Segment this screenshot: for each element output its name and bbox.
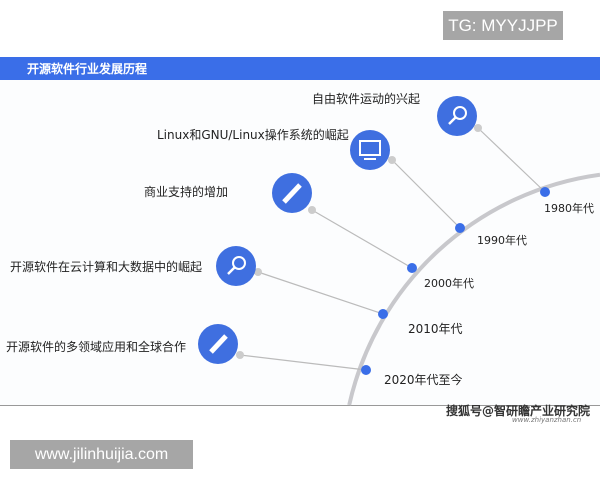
milestone-event: 自由软件运动的兴起	[312, 92, 421, 106]
milestone-event: 开源软件在云计算和大数据中的崛起	[10, 260, 203, 274]
year-dot	[455, 223, 465, 233]
timeline-panel	[0, 80, 600, 406]
connector-line	[257, 271, 384, 315]
milestone-year: 1980年代	[544, 202, 594, 215]
connector-dot	[388, 156, 396, 164]
connector-line	[477, 127, 546, 193]
connector-dot	[474, 124, 482, 132]
watermark-bottom: www.jilinhuijia.com	[10, 440, 193, 469]
milestone-event: 商业支持的增加	[144, 185, 229, 199]
search-icon	[216, 246, 256, 286]
milestone-year: 2000年代	[424, 277, 474, 290]
milestone-event: Linux和GNU/Linux操作系统的崛起	[157, 128, 349, 142]
milestone-year: 2020年代至今	[384, 373, 463, 387]
connector-line	[391, 159, 461, 229]
page-title: 开源软件行业发展历程	[27, 62, 148, 76]
timeline-arc	[347, 172, 600, 406]
search-icon	[437, 96, 477, 136]
connector-line	[239, 354, 367, 371]
source-url: www.zhiyanzhan.cn	[512, 416, 582, 424]
pencil-icon	[272, 173, 312, 213]
milestone-year: 2010年代	[408, 322, 463, 336]
milestone-year: 1990年代	[477, 234, 527, 247]
source-watermark: 搜狐号@智研瞻产业研究院	[446, 404, 591, 418]
milestone-event: 开源软件的多领域应用和全球合作	[6, 340, 187, 354]
year-dot	[540, 187, 550, 197]
monitor-icon	[350, 130, 390, 170]
header-bar: 开源软件行业发展历程	[0, 57, 600, 80]
connector-dot	[236, 351, 244, 359]
year-dot	[361, 365, 371, 375]
year-dot	[407, 263, 417, 273]
pencil-icon	[198, 324, 238, 364]
year-dot	[378, 309, 388, 319]
watermark-top: TG: MYYJJPP	[443, 11, 563, 40]
connector-dot	[308, 206, 316, 214]
connector-dot	[254, 268, 262, 276]
connector-line	[311, 209, 413, 269]
